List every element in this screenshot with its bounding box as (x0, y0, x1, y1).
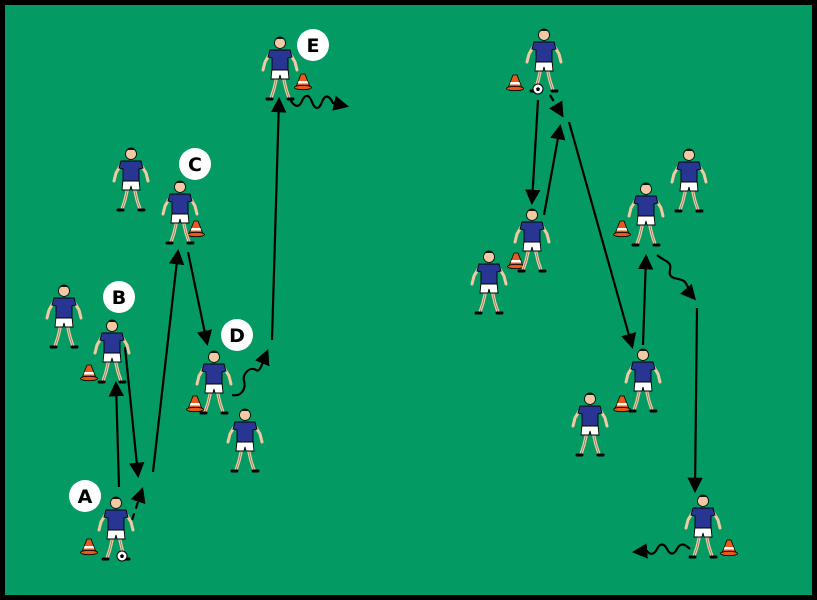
soccer-ball-icon (532, 83, 544, 95)
pass-arrow (687, 307, 703, 494)
soccer-ball-icon (116, 550, 128, 562)
dribble-arrow (631, 543, 691, 559)
run-arrow-dashed (549, 94, 564, 118)
right-drill-arrows (525, 94, 703, 559)
label-a: A (69, 480, 101, 512)
pass-arrow (637, 253, 654, 346)
pass-arrow (186, 251, 213, 347)
svg-text:A: A (78, 486, 93, 508)
dribble-arrow (231, 349, 270, 397)
svg-text:B: B (112, 287, 126, 309)
label-d: D (221, 319, 253, 351)
pass-arrow (270, 96, 287, 341)
pass-arrow (108, 380, 125, 488)
svg-text:E: E (307, 35, 320, 57)
run-arrow-dashed (130, 487, 146, 521)
label-c: C (179, 148, 211, 180)
label-e: E (297, 29, 329, 61)
svg-text:C: C (188, 154, 202, 176)
left-drill-arrows (108, 94, 350, 521)
pass-arrow (525, 99, 541, 206)
label-b: B (103, 281, 135, 313)
pass-arrow (123, 346, 145, 479)
run-arrow (151, 248, 185, 473)
dribble-arrow (287, 94, 350, 111)
svg-text:D: D (229, 325, 245, 347)
dribble-arrow (656, 254, 697, 301)
pass-arrow (567, 121, 637, 349)
run-arrow (542, 123, 566, 216)
